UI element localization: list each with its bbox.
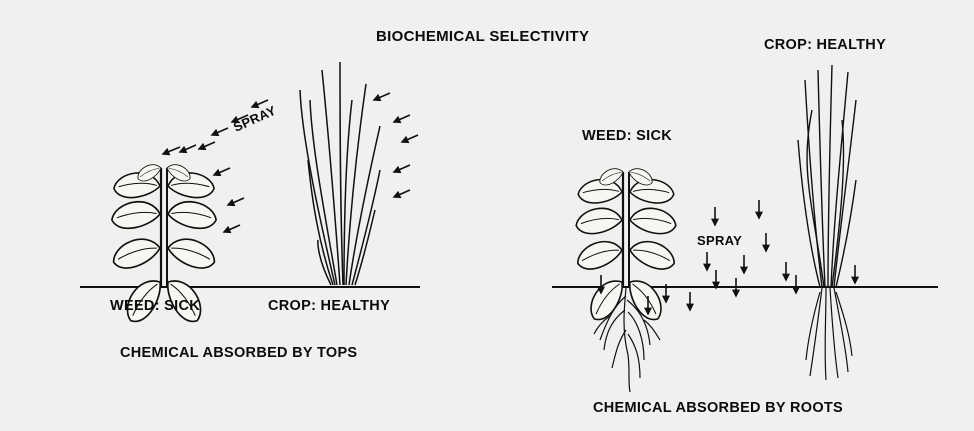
crop-roots-right xyxy=(806,288,852,380)
caption-tops: CHEMICAL ABSORBED BY TOPS xyxy=(120,345,357,361)
diagram-title: BIOCHEMICAL SELECTIVITY xyxy=(376,28,589,45)
crop-label-left: CROP: HEALTHY xyxy=(268,298,390,314)
weed-label-left: WEED: SICK xyxy=(110,298,200,314)
crop-plant-left xyxy=(300,62,380,285)
crop-label-right: CROP: HEALTHY xyxy=(764,37,886,53)
spray-label-right: SPRAY xyxy=(697,233,742,248)
right-panel xyxy=(552,65,938,392)
crop-plant-right xyxy=(798,65,856,287)
left-panel xyxy=(80,62,420,327)
caption-roots: CHEMICAL ABSORBED BY ROOTS xyxy=(593,400,843,416)
weed-label-right: WEED: SICK xyxy=(582,128,672,144)
weed-plant-right xyxy=(573,164,678,325)
